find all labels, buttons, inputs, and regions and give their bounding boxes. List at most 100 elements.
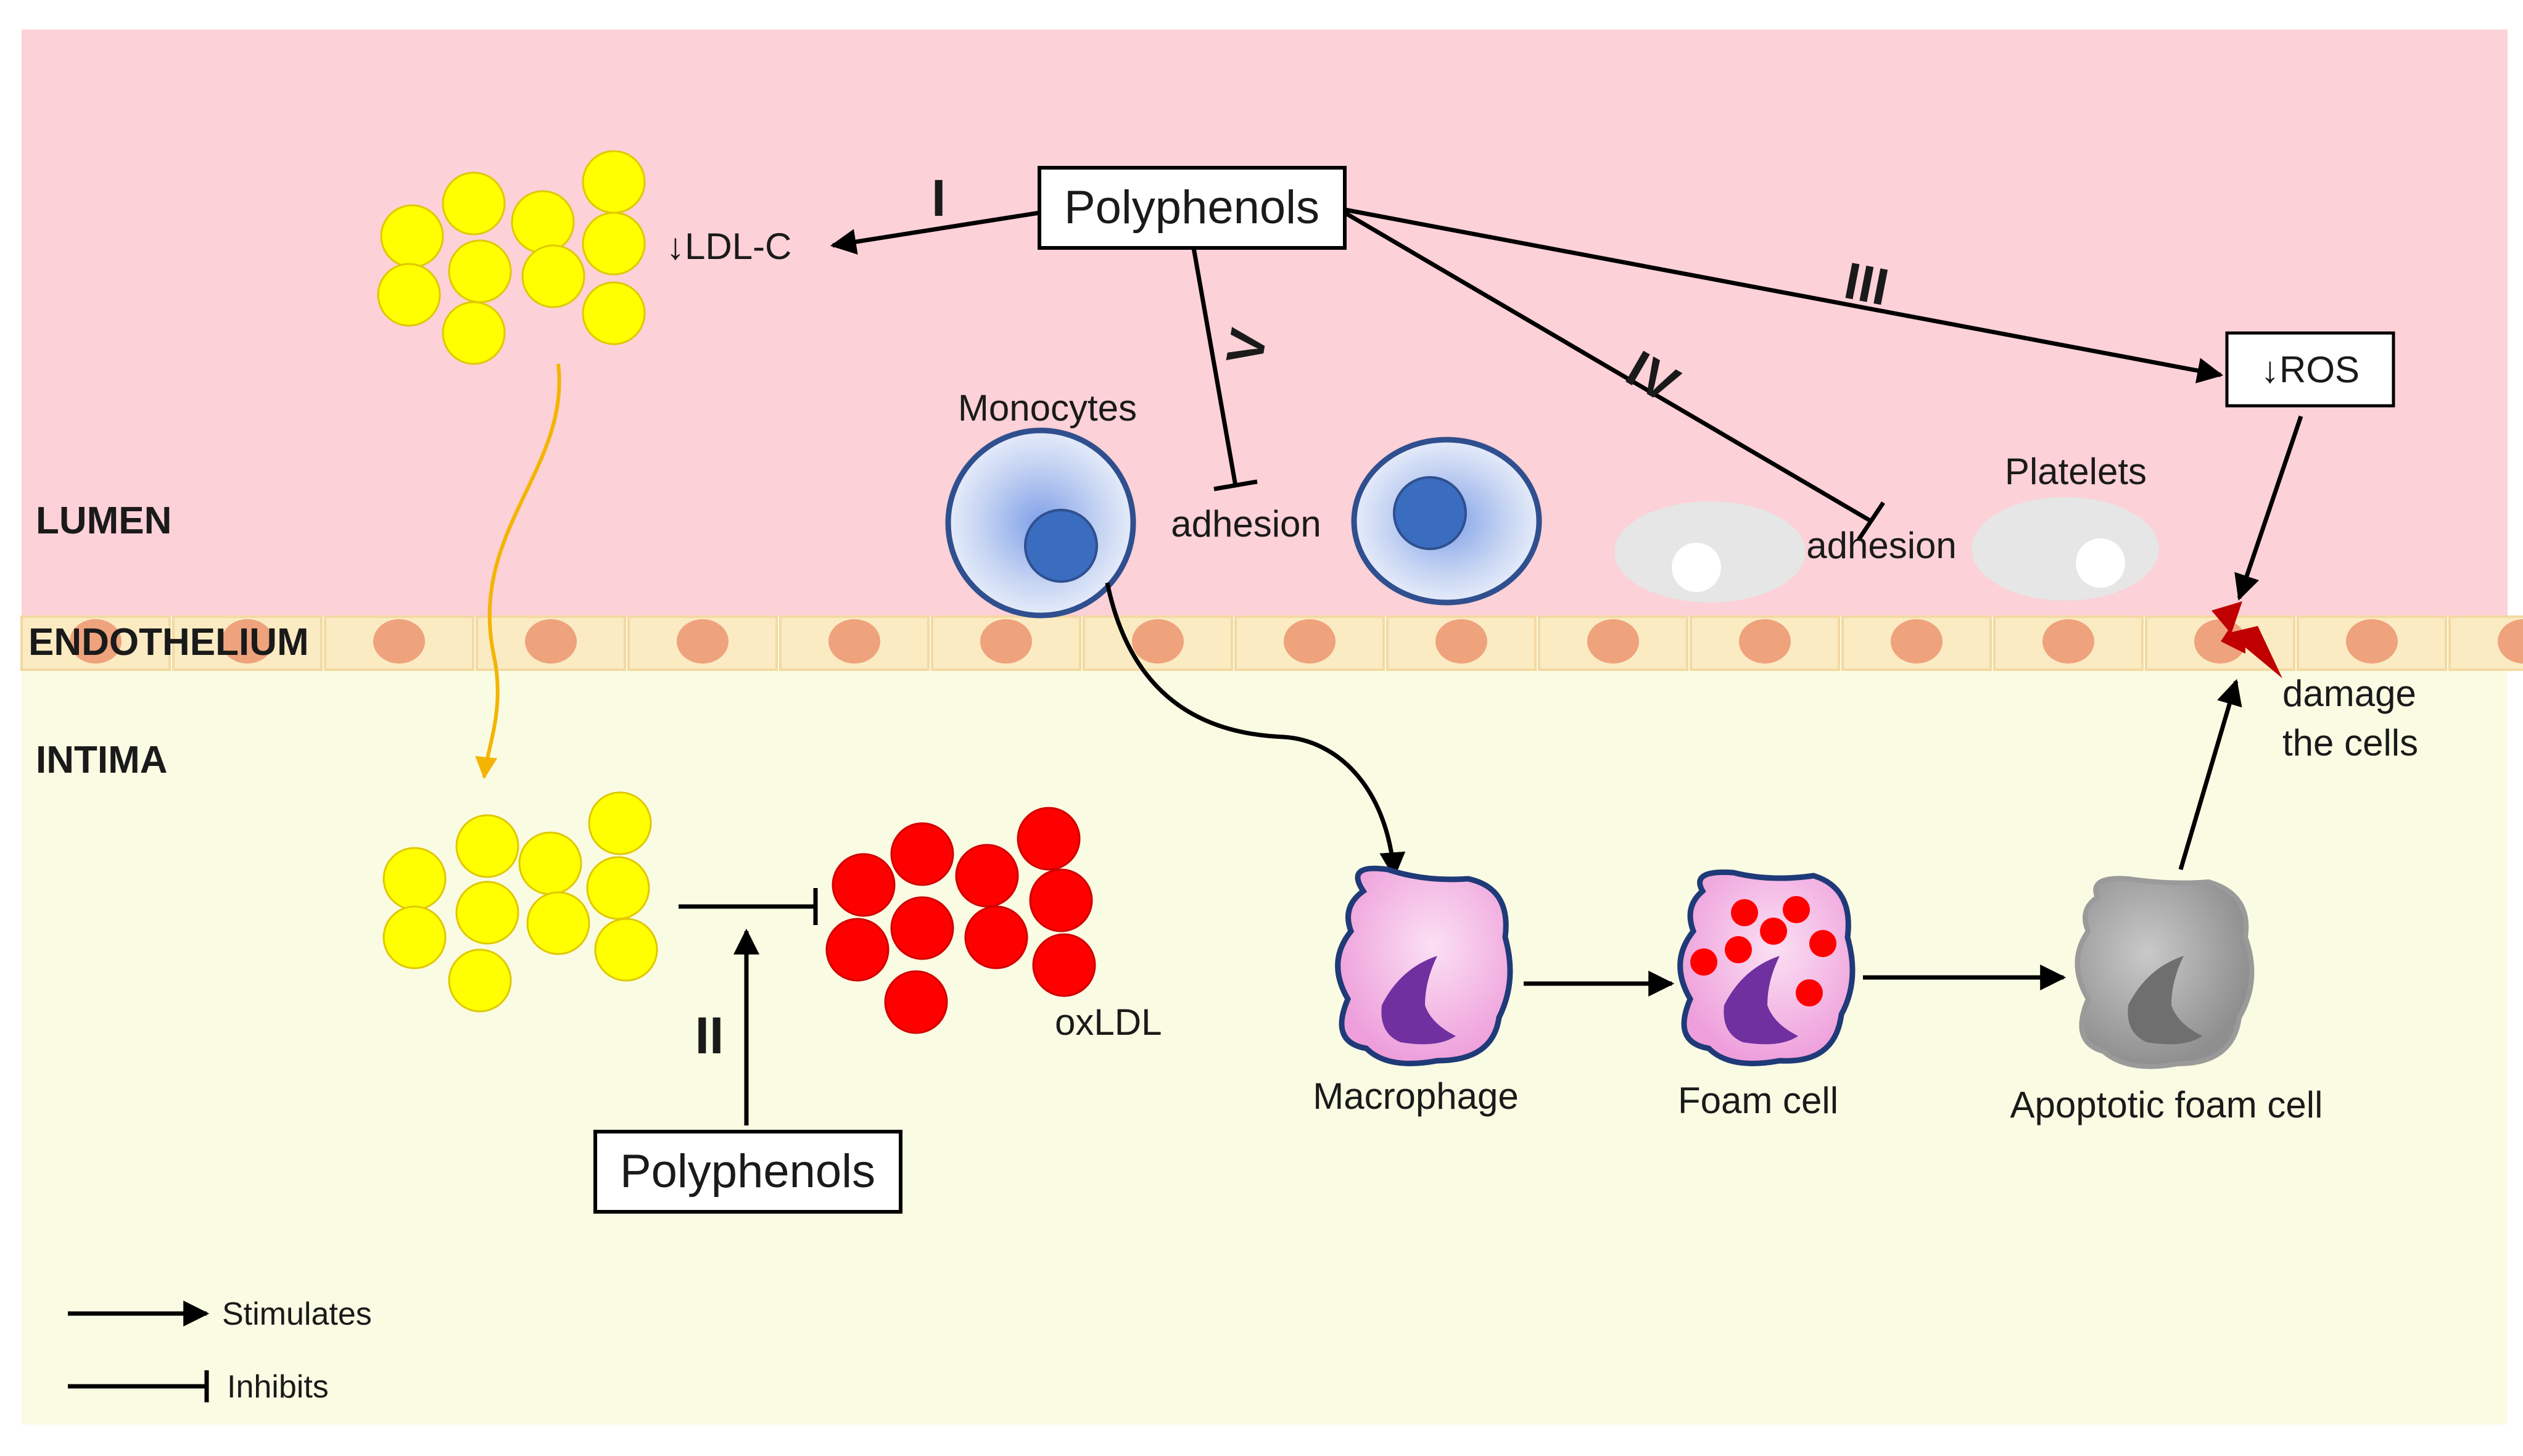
ldl-particle: [448, 239, 512, 303]
foam-cell-lipid-droplets: [1690, 896, 1836, 1006]
monocyte-nucleus-2: [1393, 476, 1467, 550]
ldl-particle: [380, 204, 444, 268]
inhibit-pathway-v-bar: [1213, 479, 1258, 492]
arrow-pathway-i: [830, 210, 1040, 255]
oxldl-particle: [832, 853, 896, 917]
endothelial-nucleus: [1284, 619, 1336, 664]
lipid-droplet: [1796, 979, 1823, 1006]
arrow-ros-to-damage: [2234, 415, 2303, 601]
oxldl-particle: [890, 896, 954, 960]
oxldl-particle: [955, 844, 1019, 908]
macrophage-nucleus: [1381, 956, 1456, 1045]
foam-cell-nucleus: [1724, 956, 1798, 1045]
lipid-droplet: [1783, 896, 1810, 923]
macrophage-label: Macrophage: [1313, 1076, 1519, 1117]
lipid-droplet: [1731, 899, 1758, 926]
ldl-particle: [582, 212, 646, 276]
ldl-particle: [582, 150, 646, 214]
ldl-particle: [521, 244, 585, 308]
endothelial-nucleus: [373, 619, 425, 664]
ldl-particle: [588, 791, 652, 855]
endothelial-nucleus: [70, 619, 122, 664]
oxldl-label: oxLDL: [1055, 1002, 1162, 1043]
ldl-particle: [377, 263, 441, 327]
ros-label: ↓ROS: [2261, 349, 2360, 390]
ldl-particle: [518, 831, 582, 895]
apoptotic-foam-cell: [2075, 876, 2255, 1069]
apoptotic-nucleus: [2128, 956, 2202, 1045]
inhibit-pathway-v: [1191, 247, 1238, 487]
damage-label-line1: damage: [2282, 673, 2416, 714]
oxldl-particle: [1032, 933, 1096, 997]
ldl-particles-intima: [382, 791, 658, 1013]
oxldl-particle: [1017, 807, 1081, 871]
endothelial-nucleus: [2346, 619, 2398, 664]
endothelial-nucleus: [1587, 619, 1639, 664]
oxldl-particle: [1029, 868, 1093, 932]
legend: Stimulates Inhibits: [68, 1296, 372, 1405]
ldl-particle: [442, 171, 506, 236]
pathway-i-label: I: [931, 169, 946, 227]
monocyte-cell-2: [1351, 437, 1542, 606]
endothelium-label: ENDOTHELIUM: [28, 621, 309, 664]
endothelial-nucleus: [2042, 619, 2094, 664]
ldl-particle: [382, 847, 447, 911]
endothelial-nucleus: [1435, 619, 1487, 664]
endothelial-nucleus: [980, 619, 1032, 664]
endothelial-nucleus: [1891, 619, 1943, 664]
ldl-particle: [382, 905, 447, 969]
damage-bolt-icon: [2211, 601, 2282, 678]
oxldl-particle: [825, 918, 890, 982]
ldl-particle: [594, 918, 658, 982]
endothelial-nucleus: [828, 619, 880, 664]
oxldl-particle: [884, 970, 948, 1034]
ros-box: [2225, 331, 2395, 408]
ldl-particle: [442, 301, 506, 365]
arrow-apoptotic-to-damage: [2178, 678, 2242, 870]
endothelial-cell-layer: [20, 615, 2523, 671]
polyphenols-box-top: [1038, 166, 1347, 250]
foam-cell-label: Foam cell: [1678, 1080, 1838, 1121]
endothelial-nucleus: [2498, 619, 2523, 664]
damage-label-line2: the cells: [2282, 722, 2418, 763]
ldl-particle: [455, 814, 519, 878]
polyphenols-box-bottom: [593, 1130, 902, 1214]
platelets-label: Platelets: [2005, 451, 2147, 492]
platelet-1: [1614, 501, 1806, 603]
lumen-label: LUMEN: [36, 500, 171, 542]
adhesion-platelets-label: adhesion: [1806, 525, 1957, 566]
endothelial-nucleus: [1739, 619, 1791, 664]
ldl-particle: [511, 190, 575, 254]
monocytes-label: Monocytes: [958, 387, 1137, 429]
ldl-particle: [526, 891, 590, 955]
legend-stimulates-label: Stimulates: [222, 1296, 372, 1332]
foam-cell: [1677, 869, 1856, 1066]
polyphenols-label-top: Polyphenols: [1064, 181, 1319, 234]
oxldl-particle: [964, 905, 1028, 969]
ldl-particle: [582, 281, 646, 345]
lipid-droplet: [1690, 948, 1717, 976]
platelet-2: [1972, 497, 2159, 601]
endothelial-nucleus: [677, 619, 729, 664]
adhesion-monocytes-label: adhesion: [1171, 503, 1321, 545]
pathway-ii-label: II: [695, 1006, 724, 1064]
ldl-particle: [455, 881, 519, 945]
inhibit-pathway-iv-bar: [1857, 501, 1885, 541]
macrophage-cell: [1335, 865, 1513, 1066]
oxldl-particles: [825, 807, 1096, 1034]
polyphenols-label-bottom: Polyphenols: [620, 1145, 875, 1198]
inhibit-pathway-iv: [1344, 210, 1872, 524]
arrow-monocyte-to-macrophage: [1105, 582, 1406, 879]
intima-label: INTIMA: [36, 739, 168, 781]
lipid-droplet: [1760, 918, 1787, 945]
legend-inhibits-label: Inhibits: [227, 1369, 329, 1405]
monocyte-nucleus-1: [1024, 509, 1098, 583]
endothelial-nucleus: [221, 619, 273, 664]
ldl-particle: [586, 856, 650, 920]
arrow-pathway-iii: [1344, 207, 2224, 384]
monocyte-cell-1: [945, 427, 1136, 619]
oxldl-particle: [890, 822, 954, 886]
ldl-c-label: ↓LDL-C: [666, 226, 791, 267]
